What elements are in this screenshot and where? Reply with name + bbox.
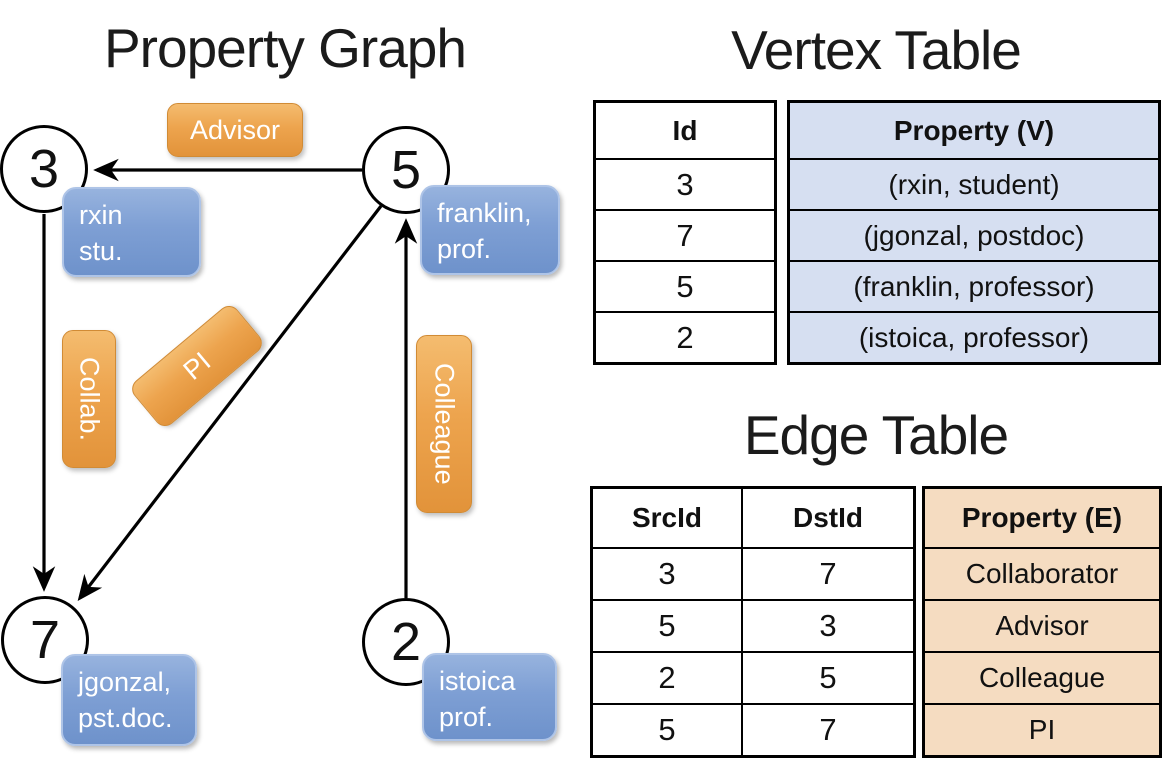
vertex-table-title: Vertex Table <box>731 19 1022 81</box>
edge-property-header: Property (E) <box>925 489 1159 547</box>
edge-label-pi-text: PI <box>177 345 217 386</box>
vertex-id-cell: 3 <box>596 158 774 209</box>
edge-property-column: Property (E) Collaborator Advisor Collea… <box>922 486 1162 758</box>
node-2-id: 2 <box>390 612 422 672</box>
vertex-label-franklin: franklin, prof. <box>420 185 560 275</box>
edge-label-colleague-text: Colleague <box>429 363 460 485</box>
node-5: 5 <box>362 126 450 214</box>
edge-dst-cell: 7 <box>743 703 913 755</box>
property-graph-title: Property Graph <box>103 17 467 79</box>
vertex-label-istoica-line1: istoica <box>439 666 516 696</box>
vertex-label-istoica-line2: prof. <box>439 701 494 732</box>
vertex-label-franklin-line2: prof. <box>437 233 492 264</box>
vertex-property-cell: (istoica, professor) <box>790 311 1158 362</box>
edge-dst-cell: 3 <box>743 599 913 651</box>
edge-src-header: SrcId <box>593 489 743 547</box>
vertex-id-column: Id 3 7 5 2 <box>593 100 777 365</box>
edge-label-advisor-text: Advisor <box>189 114 281 145</box>
edge-dst-header: DstId <box>793 502 863 533</box>
vertex-property-cell: (jgonzal, postdoc) <box>790 209 1158 260</box>
graph-edges-canvas <box>32 158 418 602</box>
vertex-label-franklin-line1: franklin, <box>437 198 532 228</box>
vertex-property-cell: (rxin, student) <box>790 158 1158 209</box>
edge-src-cell: 5 <box>593 599 743 651</box>
edge-dst-cell: 7 <box>743 547 913 599</box>
edge-src-cell: 3 <box>593 547 743 599</box>
vertex-property-cell: (franklin, professor) <box>790 260 1158 311</box>
vertex-property-header: Property (V) <box>790 103 1158 158</box>
edge-label-collab: Collab. <box>62 330 116 468</box>
edge-property-cell: PI <box>925 703 1159 755</box>
vertex-label-rxin: rxin stu. <box>62 187 201 277</box>
edge-label-advisor: Advisor <box>167 103 303 157</box>
edge-property-cell: Colleague <box>925 651 1159 703</box>
edge-src-cell: 5 <box>593 703 743 755</box>
edge-label-collab-text: Collab. <box>74 356 105 442</box>
vertex-label-rxin-line1: rxin <box>79 200 123 230</box>
edge-property-cell: Advisor <box>925 599 1159 651</box>
vertex-id-header: Id <box>672 114 698 146</box>
edge-pi-5-to-7 <box>77 205 383 602</box>
node-7-id: 7 <box>29 610 61 670</box>
vertex-id-cell: 2 <box>596 311 774 362</box>
node-3-id: 3 <box>28 139 60 199</box>
vertex-label-rxin-line2: stu. <box>79 235 123 266</box>
vertex-label-jgonzal-line1: jgonzal, <box>78 667 172 697</box>
edge-table-title: Edge Table <box>743 404 1009 466</box>
vertex-label-jgonzal: jgonzal, pst.doc. <box>61 654 197 746</box>
vertex-id-cell: 7 <box>596 209 774 260</box>
node-2: 2 <box>362 598 450 686</box>
node-5-id: 5 <box>390 140 422 200</box>
vertex-label-istoica: istoica prof. <box>422 653 557 741</box>
edge-src-dst-columns: SrcId DstId 3 7 5 3 2 5 5 7 <box>590 486 916 758</box>
edge-label-colleague: Colleague <box>416 335 472 513</box>
vertex-property-column: Property (V) (rxin, student) (jgonzal, p… <box>787 100 1161 365</box>
vertex-id-cell: 5 <box>596 260 774 311</box>
edge-dst-cell: 5 <box>743 651 913 703</box>
vertex-label-jgonzal-line2: pst.doc. <box>78 702 173 733</box>
edge-property-cell: Collaborator <box>925 547 1159 599</box>
edge-src-cell: 2 <box>593 651 743 703</box>
